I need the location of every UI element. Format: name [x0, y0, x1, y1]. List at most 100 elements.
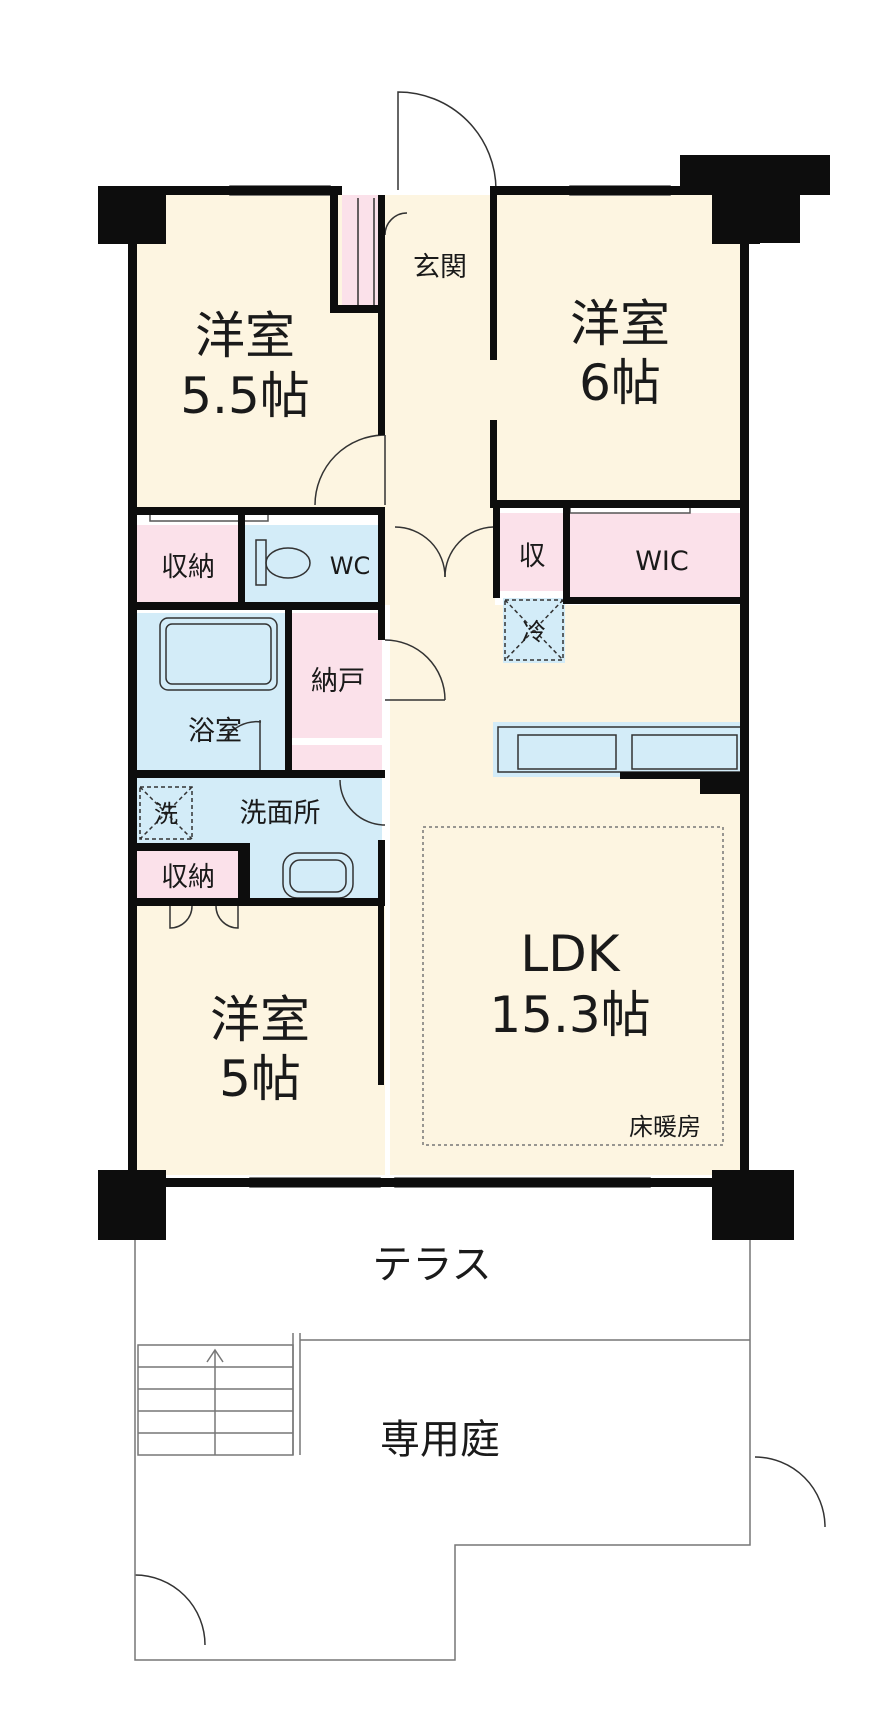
wall-top-left	[128, 186, 342, 195]
storage-small-floor	[500, 513, 565, 591]
wall-bottom-room-right	[378, 905, 384, 1085]
wall-washroom-bottom	[128, 843, 238, 851]
bath-door	[224, 720, 262, 741]
fixtures	[139, 198, 744, 1146]
wall-closet-right	[378, 610, 385, 640]
wic-label: WIC	[635, 546, 689, 577]
walls	[98, 155, 830, 1240]
wall-vanity-right	[378, 840, 385, 905]
room-fills	[135, 195, 745, 1175]
west-room-bottom-size: 5帖	[219, 1050, 301, 1108]
west-room-top-label: 洋室	[195, 307, 295, 365]
column-top-right-ext2	[712, 155, 800, 243]
bathtub	[159, 617, 278, 691]
washroom-door	[339, 779, 386, 826]
west-room-top-door	[314, 434, 386, 506]
storage-lower-label: 収納	[161, 862, 215, 893]
vanity-floor	[250, 843, 382, 903]
storage-lower-floor	[135, 850, 238, 902]
wall-shoe-bottom	[330, 305, 385, 313]
west-room-bottom-floor	[135, 905, 385, 1175]
toilet-bowl	[265, 547, 311, 579]
storage-lower-door-1	[169, 905, 193, 929]
wall-shoe-left	[330, 195, 338, 313]
floor-heating-area	[422, 826, 724, 1146]
wall-left	[128, 186, 137, 1186]
stair-arrow-head	[206, 1348, 224, 1363]
bath-label: 浴室	[188, 716, 242, 747]
wall-bottom	[128, 1178, 748, 1187]
wall-bath-bottom	[128, 770, 385, 778]
fridge-space	[504, 599, 564, 661]
west-room-right-floor	[495, 195, 745, 505]
wall-kitchen-post	[700, 772, 748, 794]
ldk-floor	[390, 605, 745, 1175]
kitchen-sink	[517, 734, 617, 770]
garden-gate-right	[754, 1456, 826, 1528]
column-top-left	[98, 186, 166, 244]
wc-floor	[245, 525, 382, 607]
storage-left-label: 収納	[161, 552, 215, 583]
fridge-label: 冷	[522, 618, 546, 646]
wall-vanity-left	[238, 843, 250, 905]
washer-label: 洗	[154, 800, 178, 828]
garden-gate-left	[134, 1574, 206, 1646]
shoe-storage-floor	[342, 195, 385, 307]
wall-west-top-right	[378, 195, 385, 315]
kitchen-counter-floor	[493, 722, 745, 777]
wall-wc-bottom	[128, 602, 385, 610]
bathtub-inner	[165, 623, 272, 685]
wall-right	[740, 186, 749, 1186]
garden-label: 専用庭	[380, 1417, 500, 1463]
terrace-outline	[134, 1190, 751, 1661]
west-room-top-size: 5.5帖	[180, 367, 310, 425]
ldk-size: 15.3帖	[489, 986, 650, 1044]
wall-west-top-bottom	[128, 507, 385, 515]
doors	[134, 91, 826, 1646]
entrance-door	[397, 91, 497, 191]
wall-storage-small-right	[563, 505, 570, 598]
wic-floor	[565, 513, 745, 598]
ldk-label: LDK	[520, 925, 620, 983]
hallway-floor	[385, 195, 495, 605]
west-room-right-size: 6帖	[579, 354, 661, 412]
wall-top-right	[490, 186, 740, 195]
wall-bath-right	[285, 610, 292, 775]
ldk-upper-floor	[565, 605, 745, 625]
closet-label: 納戸	[311, 666, 365, 697]
wall-hall-right	[490, 195, 497, 360]
wc-label: WC	[330, 552, 371, 580]
hall-door-left	[394, 526, 446, 578]
entrance-shoe-door	[384, 212, 408, 236]
vanity-basin-inner	[289, 859, 347, 893]
wall-west-right-bottom	[490, 500, 748, 508]
wall-bottom-room-top	[128, 898, 385, 906]
washroom-label: 洗面所	[240, 798, 321, 829]
terrace-label: テラス	[372, 1242, 491, 1288]
west-room-bottom-label: 洋室	[210, 991, 310, 1049]
storage-lower-door-2	[215, 905, 239, 929]
closet-door	[384, 639, 446, 701]
column-bottom-left	[98, 1170, 166, 1240]
wall-storage-left-right	[238, 515, 245, 610]
entrance-label: 玄関	[413, 252, 467, 283]
hall-door-right	[444, 526, 494, 578]
storage-small-label: 収	[519, 541, 546, 572]
floor-heating-label: 床暖房	[629, 1113, 701, 1141]
kitchen-cooktop	[631, 734, 738, 770]
wall-kitchen-end	[620, 772, 740, 779]
closet-shelf-floor	[292, 745, 382, 770]
column-bottom-right	[712, 1170, 794, 1240]
labels: 洋室 5.5帖 玄関 洋室 6帖 収納 WC 収 WIC 冷 納戸 浴室 洗 洗…	[154, 252, 701, 1463]
west-room-right-label: 洋室	[570, 295, 670, 353]
closet-floor	[292, 613, 382, 738]
wall-hall-right-2	[490, 420, 497, 505]
washer-pan	[139, 786, 193, 840]
wall-wic-bottom	[563, 597, 748, 604]
wall-wc-right	[378, 515, 385, 610]
washer-x-2	[139, 786, 193, 840]
outdoor	[134, 1190, 751, 1661]
wall-west-top-lower	[378, 315, 385, 435]
wall-storage-small-left	[493, 505, 500, 598]
